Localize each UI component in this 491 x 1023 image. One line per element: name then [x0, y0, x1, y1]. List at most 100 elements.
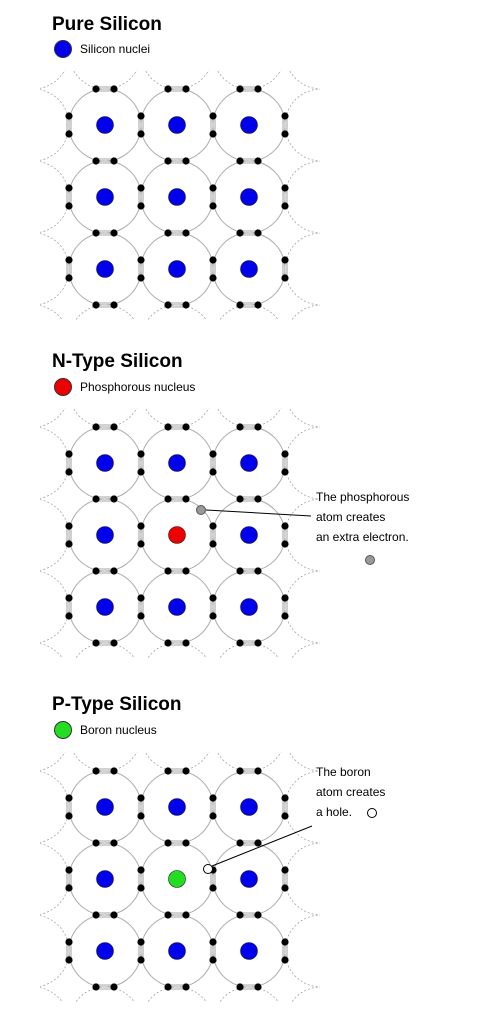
phosphorus-nucleus [168, 526, 186, 544]
electron [65, 468, 73, 476]
electron [281, 112, 289, 120]
silicon-nucleus [240, 116, 258, 134]
p-type-silicon-legend-label: Boron nucleus [80, 723, 157, 737]
electron [281, 938, 289, 946]
outer-orbit-arc [40, 89, 70, 161]
silicon-nucleus [96, 188, 114, 206]
electron [65, 184, 73, 192]
outer-orbit-arc [40, 752, 66, 771]
n-type-note-line: an extra electron. [316, 530, 409, 544]
electron [92, 157, 100, 165]
outer-orbit-arc [284, 160, 320, 234]
electron [236, 85, 244, 93]
silicon-nucleus [96, 798, 114, 816]
electron [281, 522, 289, 530]
electron [281, 812, 289, 820]
electron [236, 567, 244, 575]
outer-orbit-arc [284, 232, 320, 306]
electron [164, 767, 172, 775]
outer-orbit-arc [291, 986, 320, 1002]
electron [281, 594, 289, 602]
silicon-nucleus [168, 260, 186, 278]
electron [182, 157, 190, 165]
electron [209, 812, 217, 820]
electron [182, 495, 190, 503]
outer-orbit-arc [40, 305, 63, 320]
electron [137, 884, 145, 892]
silicon-nucleus [240, 798, 258, 816]
boron-nucleus [168, 870, 186, 888]
electron [182, 423, 190, 431]
electron [182, 839, 190, 847]
electron [92, 767, 100, 775]
electron [281, 866, 289, 874]
n-type-note-line: atom creates [316, 510, 386, 524]
pure-silicon-lattice [40, 70, 320, 320]
electron [110, 495, 118, 503]
electron [182, 85, 190, 93]
silicon-nucleus [168, 454, 186, 472]
electron [92, 229, 100, 237]
outer-orbit-arc [144, 70, 210, 90]
electron [110, 423, 118, 431]
outer-orbit-arc [284, 88, 320, 162]
electron [182, 639, 190, 647]
outer-orbit-arc [291, 304, 320, 320]
silicon-nucleus [240, 870, 258, 888]
electron [110, 301, 118, 309]
electron [137, 540, 145, 548]
electron [254, 911, 262, 919]
outer-orbit-arc [291, 642, 320, 658]
electron [92, 423, 100, 431]
silicon-nucleus [96, 598, 114, 616]
electron [137, 522, 145, 530]
electron [164, 911, 172, 919]
electron [209, 594, 217, 602]
electron [137, 256, 145, 264]
outer-orbit-arc [284, 498, 320, 572]
electron [65, 540, 73, 548]
electron [254, 229, 262, 237]
silicon-nucleus [240, 942, 258, 960]
electron [281, 256, 289, 264]
silicon-nucleus [168, 188, 186, 206]
outer-orbit-arc [40, 233, 70, 305]
electron [182, 567, 190, 575]
electron [254, 157, 262, 165]
electron [137, 938, 145, 946]
pure-silicon-legend: Silicon nuclei [54, 40, 150, 58]
silicon-nucleus [240, 188, 258, 206]
electron [92, 639, 100, 647]
electron [65, 794, 73, 802]
electron [137, 794, 145, 802]
electron [209, 540, 217, 548]
electron [281, 612, 289, 620]
outer-orbit-arc [288, 408, 320, 428]
electron [65, 938, 73, 946]
silicon-nucleus [168, 942, 186, 960]
electron [236, 911, 244, 919]
n-type-silicon-legend-label: Phosphorous nucleus [80, 380, 196, 394]
p-type-note-line: a hole. [316, 805, 353, 819]
electron [137, 112, 145, 120]
electron [164, 839, 172, 847]
electron [182, 911, 190, 919]
outer-orbit-arc [40, 70, 66, 89]
electron [254, 567, 262, 575]
electron [65, 866, 73, 874]
electron [281, 794, 289, 802]
outer-orbit-arc [288, 752, 320, 772]
outer-orbit-arc [40, 427, 70, 499]
outer-orbit-arc [40, 571, 70, 643]
electron [137, 130, 145, 138]
p-type-note: The boron atom creates a hole. [316, 762, 466, 822]
outer-orbit-arc [72, 70, 138, 90]
electron [236, 839, 244, 847]
electron [281, 130, 289, 138]
electron [209, 794, 217, 802]
pure-silicon-title: Pure Silicon [52, 14, 162, 35]
electron [110, 911, 118, 919]
electron [236, 423, 244, 431]
p-type-silicon-title: P-Type Silicon [52, 694, 182, 715]
silicon-nucleus [96, 870, 114, 888]
